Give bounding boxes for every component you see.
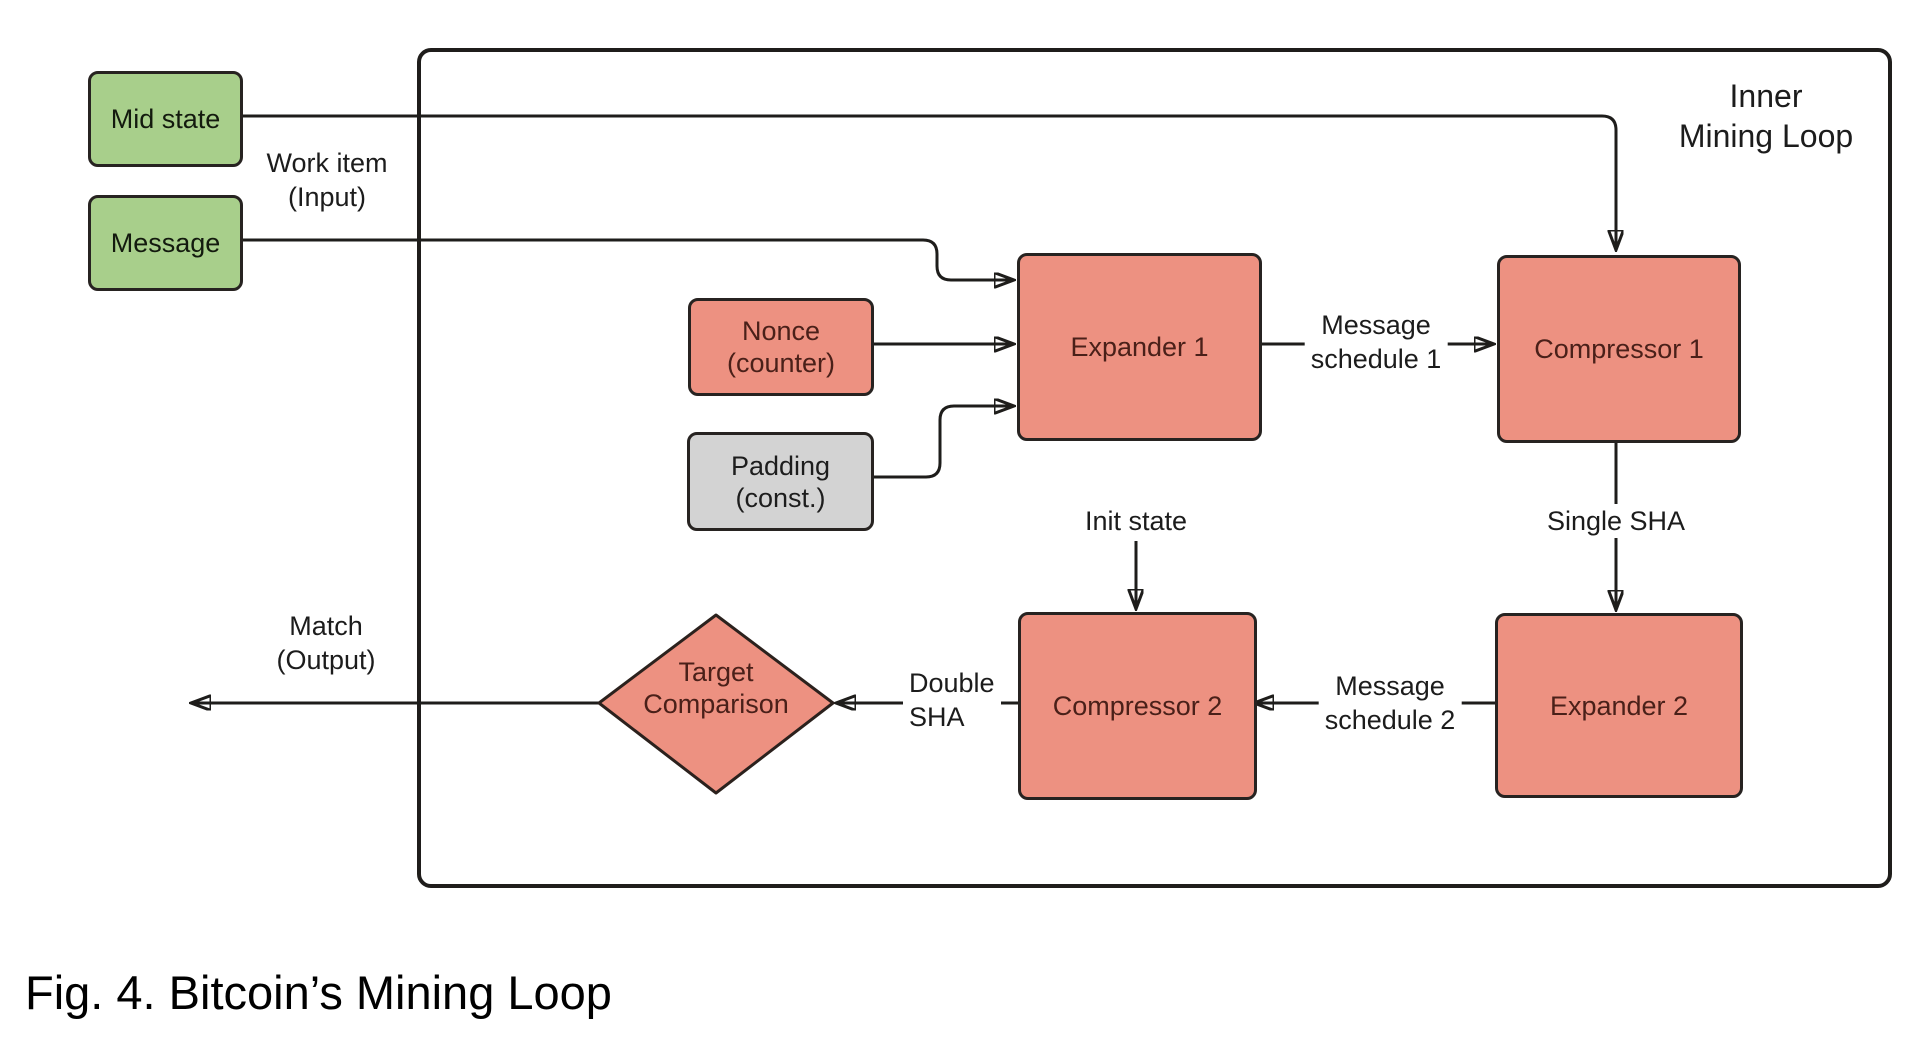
node-padding: Padding (const.) (687, 432, 874, 531)
label-single-sha-text: Single SHA (1546, 506, 1686, 536)
node-expander2-label: Expander 2 (1549, 690, 1689, 721)
edge-message-to-expander1 (237, 238, 1014, 280)
node-message: Message (88, 195, 243, 291)
node-expander1-label: Expander 1 (1070, 332, 1209, 362)
label-work-item-line1: Work item (266, 148, 388, 178)
inner-mining-loop-container (417, 48, 1892, 888)
edge-midstate-to-compressor1 (237, 114, 1616, 250)
label-match-output-line2: (Output) (276, 645, 376, 675)
node-target-comparison (597, 613, 835, 795)
label-double-sha: Double SHA (903, 666, 1001, 734)
label-message-schedule-2-line1: Message (1335, 671, 1445, 701)
node-padding-line1: Padding (730, 450, 831, 481)
label-work-item: Work item (Input) (266, 146, 387, 214)
label-message-schedule-1-line2: schedule 1 (1310, 344, 1442, 374)
inner-mining-loop-label: Inner Mining Loop (1679, 76, 1853, 156)
node-padding-line2: (const.) (735, 482, 826, 513)
node-nonce-line1: Nonce (741, 316, 821, 346)
node-compressor1: Compressor 1 (1497, 255, 1741, 443)
node-message-label: Message (110, 228, 221, 258)
node-compressor1-label: Compressor 1 (1534, 334, 1704, 364)
node-mid-state: Mid state (88, 71, 243, 167)
target-comparison-line2: Comparison (643, 689, 789, 719)
label-init-state: Init state (1085, 504, 1187, 538)
node-target-comparison-label: Target Comparison (643, 656, 789, 720)
node-nonce-line2: (counter) (726, 348, 836, 378)
label-message-schedule-1: Message schedule 1 (1304, 308, 1448, 376)
label-match-output-line1: Match (289, 611, 363, 641)
label-message-schedule-2-line2: schedule 2 (1324, 705, 1456, 735)
node-expander1: Expander 1 (1017, 253, 1262, 441)
label-double-sha-line1: Double (909, 668, 995, 698)
node-mid-state-label: Mid state (110, 104, 221, 134)
node-expander2: Expander 2 (1495, 613, 1743, 798)
label-double-sha-line2: SHA (909, 702, 965, 732)
target-comparison-line1: Target (678, 657, 754, 687)
node-compressor2: Compressor 2 (1018, 612, 1257, 800)
node-compressor2-label: Compressor 2 (1052, 691, 1223, 721)
label-message-schedule-2: Message schedule 2 (1318, 669, 1462, 737)
label-work-item-line2: (Input) (287, 182, 367, 212)
label-match-output: Match (Output) (276, 609, 375, 677)
loop-label-line1: Inner (1729, 78, 1803, 114)
loop-label-line2: Mining Loop (1678, 118, 1854, 154)
edge-padding-to-expander1 (868, 406, 1014, 479)
label-init-state-text: Init state (1084, 506, 1188, 536)
label-single-sha: Single SHA (1540, 504, 1692, 538)
label-message-schedule-1-line1: Message (1321, 310, 1431, 340)
node-nonce: Nonce (counter) (688, 298, 874, 396)
figure-caption: Fig. 4. Bitcoin’s Mining Loop (25, 966, 612, 1019)
